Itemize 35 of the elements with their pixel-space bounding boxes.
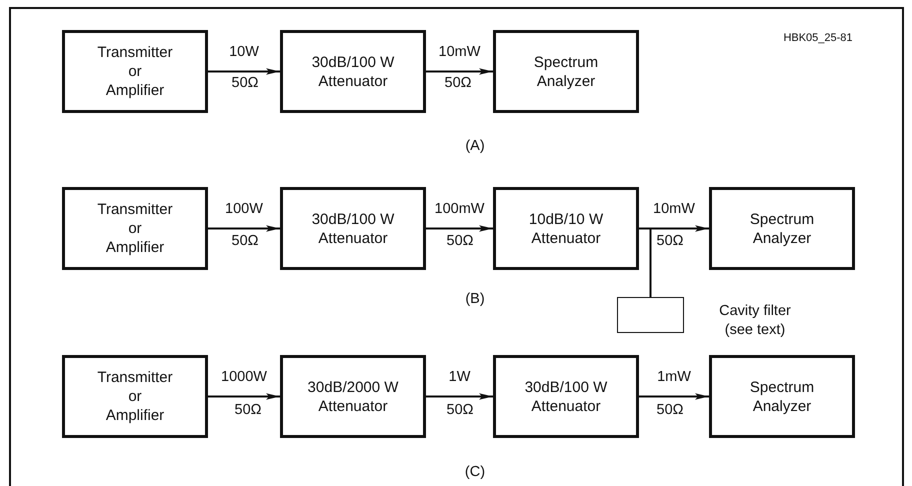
block-label: 30dB/100 W Attenuator: [310, 52, 396, 90]
block-label: Spectrum Analyzer: [748, 378, 816, 416]
block-label: Transmitter or Amplifier: [97, 200, 173, 257]
block-box: [709, 355, 855, 438]
block-label: 30dB/100 W Attenuator: [310, 210, 396, 248]
block-label: 10dB/10 W Attenuator: [528, 210, 604, 248]
connector-line: [639, 228, 652, 297]
block-box: [280, 355, 426, 438]
block-label: Spectrum Analyzer: [748, 210, 816, 248]
block-box: [493, 187, 639, 270]
arrow: [208, 68, 280, 75]
block-label: 30dB/2000 W Attenuator: [306, 378, 400, 416]
panel-caption: (B): [464, 290, 486, 308]
block-box: [493, 355, 639, 438]
block-box: [62, 187, 208, 270]
filter-box: [617, 297, 684, 333]
arrow: [426, 68, 493, 75]
arrow: [639, 393, 709, 400]
block-box: [709, 187, 855, 270]
component-note: Cavity filter (see text): [718, 302, 792, 340]
block-label: Transmitter or Amplifier: [97, 368, 173, 425]
block-box: [280, 187, 426, 270]
panel-caption: (C): [464, 464, 486, 480]
block-box: [62, 355, 208, 438]
arrow: [208, 225, 280, 232]
block-label: Transmitter or Amplifier: [97, 43, 173, 100]
arrow: [426, 225, 493, 232]
arrow: [426, 393, 493, 400]
block-label: 30dB/100 W Attenuator: [524, 378, 608, 416]
arrow: [208, 393, 280, 400]
panel-caption: (A): [464, 138, 486, 154]
block-box: [62, 30, 208, 113]
block-box: [493, 30, 639, 113]
block-label: Spectrum Analyzer: [532, 52, 600, 90]
block-box: [280, 30, 426, 113]
